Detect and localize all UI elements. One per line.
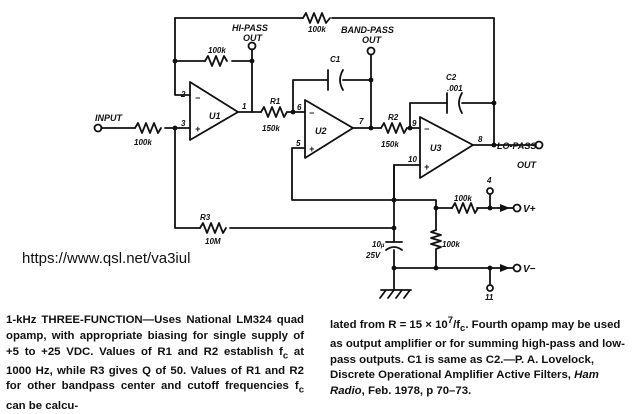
r-u1-feedback-value: 100k: [208, 46, 226, 55]
pin-10: 10: [408, 155, 417, 164]
journal-name: Ham Radio: [330, 369, 599, 398]
capacitor-c2: [446, 92, 463, 114]
r-input-value: 100k: [134, 138, 152, 147]
pin4-label: 4: [486, 176, 492, 185]
input-label: INPUT: [95, 113, 124, 123]
lopass-label-line2: OUT: [517, 160, 538, 170]
c2-name: C2: [446, 73, 457, 82]
u2-label: U2: [315, 126, 327, 136]
pin-2: 2: [180, 90, 186, 99]
pin11-terminal: [486, 284, 494, 292]
capacitor-c1: [327, 69, 344, 91]
u1-opamp: [189, 81, 239, 141]
hipass-label-line2: OUT: [243, 33, 264, 43]
divider-wire: [393, 199, 437, 269]
r-vplus-value: 100k: [454, 194, 472, 203]
c-big-value: 10µ: [372, 240, 385, 249]
c-big-voltage: 25V: [365, 251, 381, 260]
resistor-r1: [260, 106, 288, 118]
bandpass-terminal: [366, 46, 376, 56]
vplus-terminal: [512, 203, 522, 213]
bandpass-label-line2: OUT: [362, 35, 383, 45]
resistor-u1-feedback: [204, 55, 228, 67]
resistor-top: [302, 12, 331, 24]
lopass-label-line1: LO-PASS: [497, 141, 536, 151]
pin-7: 7: [359, 117, 364, 126]
caption-title: 1-kHz THREE-FUNCTION—: [6, 314, 155, 326]
resistor-r2: [380, 122, 408, 134]
circuit-schematic: HI-PASS OUT BAND-PASS OUT LO-PASS OUT IN…: [93, 12, 544, 300]
r2-value: 150k: [381, 140, 399, 149]
pin-5: 5: [296, 139, 301, 148]
vminus-terminal: [512, 263, 522, 273]
u2-opamp: [304, 99, 354, 159]
pin11-label: 11: [485, 293, 494, 300]
hipass-terminal: [247, 41, 257, 51]
r-top-value: 100k: [308, 25, 326, 34]
pin-3: 3: [181, 119, 186, 128]
r1-name: R1: [270, 97, 281, 106]
u3-opamp: [419, 116, 474, 179]
hipass-label-line1: HI-PASS: [232, 23, 268, 33]
caption-left-text: Uses National LM324 quad opamp, with app…: [6, 314, 304, 358]
c2-value: .001: [447, 84, 463, 93]
r-divider-value: 100k: [442, 240, 460, 249]
pin-9: 9: [412, 119, 417, 128]
watermark-url: https://www.qsl.net/va3iul: [22, 250, 191, 267]
u3-label: U3: [430, 143, 442, 153]
resistor-divider: [430, 229, 442, 250]
lopass-terminal: [534, 140, 544, 150]
pin4-terminal: [486, 187, 494, 195]
u3-noninv-wire: [393, 164, 421, 243]
caption-left: 1-kHz THREE-FUNCTION—Uses National LM324…: [6, 314, 305, 412]
r1-value: 150k: [262, 124, 280, 133]
pin-1: 1: [242, 102, 247, 111]
svg-text:+: +: [195, 124, 201, 134]
r3-value: 10M: [205, 237, 221, 246]
r2-name: R2: [388, 113, 399, 122]
resistor-vplus: [451, 202, 479, 214]
u1-label: U1: [209, 111, 221, 121]
caption-right: lated from R = 15 × 107/fc. Fourth opamp…: [330, 315, 625, 398]
ground-symbol: [379, 289, 412, 299]
r3-name: R3: [200, 213, 211, 222]
c1-label: C1: [330, 55, 341, 64]
pin-8: 8: [478, 135, 483, 144]
svg-text:−: −: [424, 124, 430, 134]
svg-text:+: +: [309, 144, 315, 154]
pin-6: 6: [297, 103, 302, 112]
resistor-input: [134, 122, 162, 134]
bandpass-label-line1: BAND-PASS: [341, 25, 394, 35]
vminus-wire: [393, 267, 514, 285]
svg-text:+: +: [424, 162, 430, 172]
vplus-label: V+: [523, 204, 536, 215]
svg-text:−: −: [195, 93, 201, 103]
u2-noninv-wire: [291, 147, 395, 201]
vminus-label: V−: [523, 264, 536, 275]
svg-text:−: −: [309, 108, 315, 118]
resistor-r3: [199, 222, 227, 234]
